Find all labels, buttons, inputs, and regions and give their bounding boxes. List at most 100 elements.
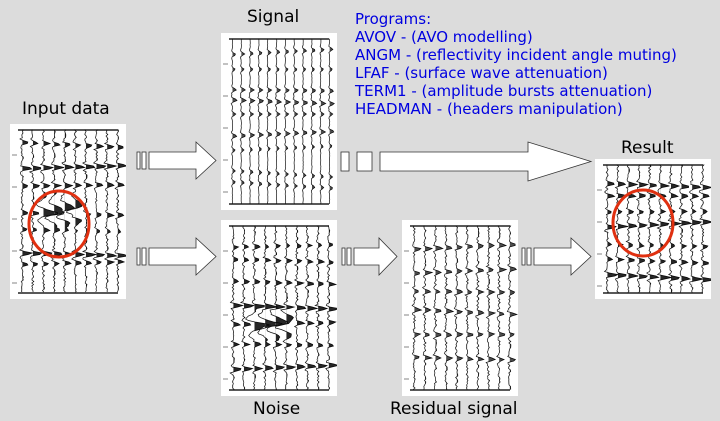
seismic-trace-fill: [681, 165, 692, 293]
seismic-trace-fill: [329, 41, 335, 204]
seismic-trace-fill: [96, 130, 106, 293]
seismic-trace-fill: [692, 165, 703, 293]
seismic-trace: [475, 225, 485, 390]
seismic-trace: [113, 129, 126, 293]
seismic-trace-fill: [702, 165, 711, 293]
seismic-trace: [432, 225, 444, 390]
result-label: Result: [621, 138, 674, 158]
seismic-trace: [678, 164, 693, 293]
seismic-trace-fill: [456, 226, 463, 390]
signal-seismic-traces: [223, 38, 335, 205]
signal-to-result-arrow: [340, 141, 593, 182]
seismic-trace: [304, 225, 319, 390]
seismic-trace-fill: [296, 226, 306, 390]
seismic-trace: [328, 38, 335, 205]
seismic-trace-fill: [233, 229, 243, 390]
seismic-trace-fill: [64, 130, 75, 293]
seismic-trace-fill: [670, 165, 682, 293]
programs-list: Programs: AVOV - (AVO modelling) ANGM - …: [355, 10, 677, 118]
seismic-trace-fill: [232, 39, 238, 204]
seismic-trace: [81, 129, 98, 293]
result-highlight-circle: [611, 188, 675, 258]
seismic-trace-fill: [617, 165, 629, 293]
seismic-trace-fill: [320, 39, 326, 204]
residual-signal-panel: [402, 220, 518, 396]
seismic-trace-fill: [275, 230, 287, 390]
seismic-trace: [614, 164, 629, 293]
seismic-trace: [688, 164, 704, 293]
seismic-trace: [443, 225, 455, 390]
seismic-trace-fill: [318, 226, 328, 390]
seismic-trace-fill: [75, 130, 85, 293]
seismic-trace: [248, 38, 256, 205]
seismic-trace: [625, 164, 639, 293]
seismic-trace: [230, 38, 238, 205]
residual-seismic-traces: [404, 225, 518, 391]
seismic-trace: [229, 225, 245, 390]
seismic-trace: [239, 38, 247, 205]
seismic-trace-fill: [328, 226, 337, 390]
seismic-trace: [239, 225, 255, 390]
seismic-trace: [656, 164, 672, 293]
seismic-trace-fill: [54, 130, 65, 293]
seismic-trace: [245, 225, 272, 390]
seismic-trace-fill: [286, 228, 296, 385]
seismic-trace: [698, 164, 711, 293]
seismic-trace: [257, 38, 265, 205]
seismic-trace-fill: [241, 39, 247, 204]
program-item: TERM1 - (amplitude bursts attenuation): [355, 82, 653, 100]
seismic-trace: [314, 225, 329, 390]
program-item: HEADMAN - (headers manipulation): [355, 100, 623, 118]
signal-label: Signal: [247, 7, 300, 27]
seismic-trace: [464, 225, 474, 390]
seismic-trace: [310, 38, 318, 205]
seismic-trace-fill: [477, 227, 484, 389]
noise-seismic-traces: [223, 225, 337, 391]
seismic-trace-fill: [446, 226, 454, 390]
seismic-trace-fill: [107, 130, 117, 293]
seismic-trace: [266, 225, 289, 390]
seismic-trace: [301, 38, 308, 205]
seismic-trace: [292, 38, 300, 205]
input-data-panel: [10, 124, 126, 299]
seismic-trace: [485, 225, 497, 390]
seismic-trace-fill: [32, 130, 42, 293]
seismic-trace: [55, 129, 76, 293]
seismic-trace-fill: [22, 130, 33, 281]
signal-panel: [221, 33, 337, 210]
seismic-trace-fill: [414, 228, 422, 389]
seismic-trace-fill: [649, 165, 660, 292]
seismic-trace-fill: [424, 226, 433, 390]
seismic-trace: [646, 164, 660, 293]
seismic-trace: [506, 225, 518, 390]
result-seismic-traces: [597, 164, 711, 294]
seismic-trace-fill: [509, 226, 517, 390]
noise-panel: [221, 220, 337, 396]
seismic-trace: [496, 225, 508, 390]
program-item: LFAF - (surface wave attenuation): [355, 64, 608, 82]
input-highlight-circle: [27, 189, 91, 259]
seismic-trace-fill: [435, 226, 443, 390]
seismic-trace-fill: [307, 226, 318, 390]
seismic-trace-fill: [254, 226, 266, 390]
seismic-trace: [667, 164, 683, 293]
program-item: ANGM - (reflectivity incident angle muti…: [355, 46, 677, 64]
programs-title: Programs:: [355, 10, 432, 28]
input-to-signal-arrow: [136, 141, 217, 180]
seismic-trace: [266, 38, 273, 205]
seismic-trace-fill: [639, 165, 648, 293]
seismic-trace-fill: [294, 39, 299, 204]
input-data-label: Input data: [22, 99, 110, 119]
program-item: AVOV - (AVO modelling): [355, 28, 533, 46]
seismic-trace-fill: [303, 39, 308, 202]
seismic-trace: [319, 38, 327, 205]
seismic-trace: [18, 129, 34, 293]
seismic-trace: [422, 225, 434, 390]
input-to-noise-arrow: [136, 237, 217, 276]
noise-label: Noise: [253, 399, 301, 419]
seismic-trace: [283, 38, 292, 205]
seismic-trace: [274, 38, 283, 205]
seismic-trace-fill: [311, 39, 317, 204]
seismic-trace-fill: [117, 130, 126, 293]
noise-to-residual-arrow: [341, 237, 398, 276]
